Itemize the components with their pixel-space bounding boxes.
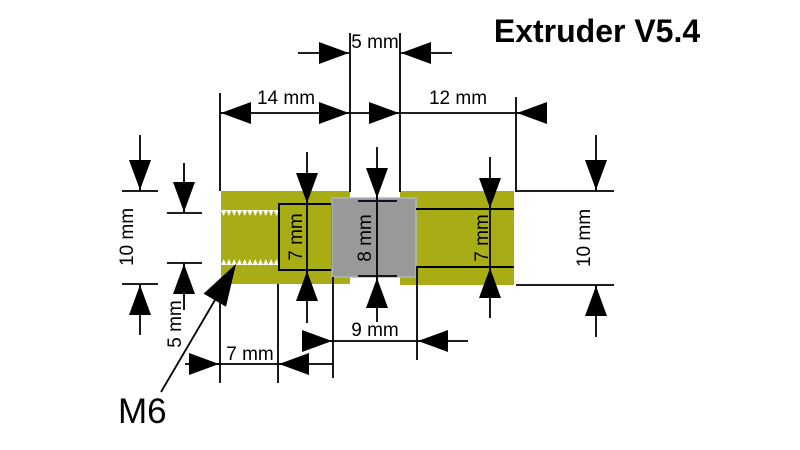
extruder-part — [221, 191, 514, 285]
leader-line — [160, 282, 226, 393]
dim-label-center-width: 9 mm — [351, 320, 399, 341]
dim-label-center-height: 8 mm — [355, 214, 376, 262]
dim-label-thread-length: 7 mm — [226, 344, 274, 365]
thread-hatch-bottom — [221, 259, 279, 265]
dim-label-right-bore: 7 mm — [472, 214, 493, 262]
dim-label-left-outer: 10 mm — [117, 208, 138, 266]
thread-hatch-top — [221, 210, 279, 216]
leader-arrow-icon — [203, 264, 236, 307]
dim-label-left-bore: 7 mm — [286, 213, 307, 261]
insulator-block — [331, 197, 417, 278]
m6-leader — [160, 264, 236, 393]
dim-label-right-outer: 10 mm — [574, 209, 595, 267]
dimension-arrows — [129, 42, 607, 375]
dim-label-thread-minor: 5 mm — [165, 300, 186, 348]
dim-label-right-length: 12 mm — [429, 88, 487, 109]
barrel-left-section — [221, 191, 350, 284]
dim-label-top-gap: 5 mm — [351, 32, 399, 53]
dim-label-left-length: 14 mm — [257, 88, 315, 109]
drawing-title: Extruder V5.4 — [494, 13, 701, 49]
thread-spec-label: M6 — [118, 392, 167, 431]
